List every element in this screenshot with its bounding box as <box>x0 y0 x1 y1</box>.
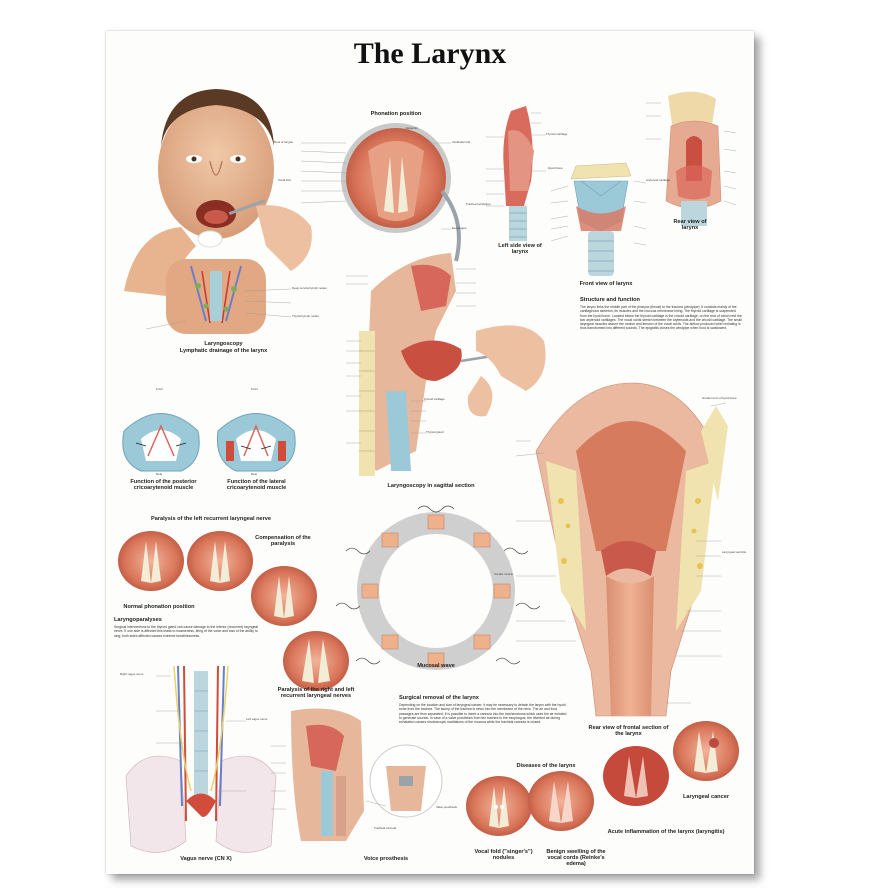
label-cricoid-cartilage: Cricoid cartilage <box>424 397 445 401</box>
front-view-illustration <box>550 162 647 276</box>
laryngoparalyses-text: Surgical interventions to the thyroid gl… <box>114 625 258 638</box>
left-side-view-illustration <box>486 106 546 241</box>
label-greater-horn: Greater horn of hyoid bone <box>702 396 737 400</box>
surgical-heading: Surgical removal of the larynx <box>399 695 479 701</box>
caption-lateral-cricoarytenoid: Function of the lateral cricoarytenoid m… <box>226 479 287 492</box>
caption-benign-swelling: Benign swelling of the vocal cords (Rein… <box>546 849 606 868</box>
label-front-2: Front <box>251 387 258 391</box>
disease-view-1 <box>466 776 532 836</box>
label-thyroid-cartilage: Thyroid cartilage <box>546 132 568 136</box>
label-esophagus: Esophagus <box>452 226 467 230</box>
label-trachea: Trachea (windpipe) <box>466 202 491 206</box>
label-left-vagus: Left vagus nerve <box>246 717 268 721</box>
caption-normal-phonation: Normal phonation position <box>123 604 195 610</box>
caption-paralysis-left: Paralysis of the left recurrent laryngea… <box>150 516 271 522</box>
voice-prosthesis-illustration <box>271 708 443 841</box>
caption-paralysis-right-left: Paralysis of the right and left recurren… <box>277 687 355 700</box>
structure-heading: Structure and function <box>580 297 640 303</box>
laryngoscopy-face-illustration <box>124 89 312 334</box>
caption-vagus-nerve: Vagus nerve (CN X) <box>180 856 232 862</box>
label-front-1: Front <box>156 387 163 391</box>
label-root-of-tongue: Root of tongue <box>274 140 293 144</box>
diseases-illustrations <box>466 721 739 836</box>
anatomy-poster: The Larynx Laryngoscopy Lymphatic draina… <box>106 31 754 874</box>
caption-acute-inflammation: Acute inflammation of the larynx (laryng… <box>607 829 725 835</box>
throat-view-2 <box>187 531 253 591</box>
disease-view-4 <box>673 721 739 781</box>
disease-view-2 <box>528 771 594 831</box>
caption-compensation: Compensation of the paralysis <box>255 535 311 548</box>
poster-title: The Larynx <box>353 37 507 70</box>
caption-voice-prosthesis: Voice prosthesis <box>363 856 409 862</box>
label-hyoid-bone: Hyoid bone <box>548 166 563 170</box>
label-thyroid-gland: Thyroid gland <box>426 430 444 434</box>
paralysis-illustrations <box>118 531 349 691</box>
caption-left-side-view: Left side view of larynx <box>498 243 542 256</box>
caption-vocal-fold-nodules: Vocal fold ("singer's") nodules <box>474 849 533 862</box>
laryngoparalyses-heading: Laryngoparalyses <box>114 617 162 623</box>
disease-view-3 <box>603 746 669 806</box>
caption-rear-frontal-section: Rear view of frontal section of the lary… <box>588 725 669 738</box>
label-thyroid-lymph-nodes: Thyroid lymph nodes <box>292 314 319 318</box>
label-arytenoid-cartilage: Arytenoid cartilage <box>646 178 670 182</box>
caption-laryngoscopy: Laryngoscopy <box>204 341 243 347</box>
poster-illustrations <box>118 89 739 853</box>
label-vocalis-muscle: Vocalis muscle <box>494 572 514 576</box>
caption-laryngeal-cancer: Laryngeal cancer <box>682 794 730 800</box>
rear-view-illustration <box>646 91 737 226</box>
sagittal-section-illustration <box>346 253 546 476</box>
caption-lymphatic-drainage: Lymphatic drainage of the larynx <box>179 348 268 354</box>
mucosal-wave-illustration <box>335 505 541 670</box>
caption-diseases: Diseases of the larynx <box>516 763 576 769</box>
label-rear-1: Rear <box>156 472 163 476</box>
label-rear-2: Rear <box>251 472 258 476</box>
caption-front-view: Front view of larynx <box>579 281 633 287</box>
vagus-nerve-illustration <box>125 665 277 853</box>
caption-mucosal-wave: Mucosal wave <box>417 663 455 669</box>
label-jugular-lymph-nodes: Deep cervical lymph nodes <box>292 286 327 290</box>
caption-phonation-position: Phonation position <box>370 111 422 117</box>
label-laryngeal-ventricle: Laryngeal ventricle <box>722 550 747 554</box>
throat-view-3 <box>251 566 317 626</box>
caption-rear-view: Rear view of larynx <box>673 219 707 232</box>
label-vocal-fold: Vocal fold <box>278 178 291 182</box>
phonation-position-illustration <box>300 123 461 262</box>
cricoarytenoid-illustrations <box>122 413 296 472</box>
label-epiglottis: Epiglottis <box>406 126 418 130</box>
throat-view-1 <box>118 531 184 591</box>
frontal-section-illustration <box>515 382 728 717</box>
caption-posterior-cricoarytenoid: Function of the posterior cricoarytenoid… <box>130 479 197 492</box>
label-right-vagus: Right vagus nerve <box>120 672 144 676</box>
label-vestibular-fold: Vestibular fold <box>452 140 471 144</box>
label-tracheal-cannula: Tracheal cannula <box>374 826 397 830</box>
structure-text: The larynx links the middle part of the … <box>580 305 742 331</box>
caption-sagittal-section: Laryngoscopy in sagittal section <box>387 483 475 489</box>
label-valve-prosthesis: Valve prosthesis <box>436 805 457 809</box>
surgical-text: Depending on the location and size of la… <box>399 703 567 724</box>
throat-view-4 <box>283 631 349 691</box>
